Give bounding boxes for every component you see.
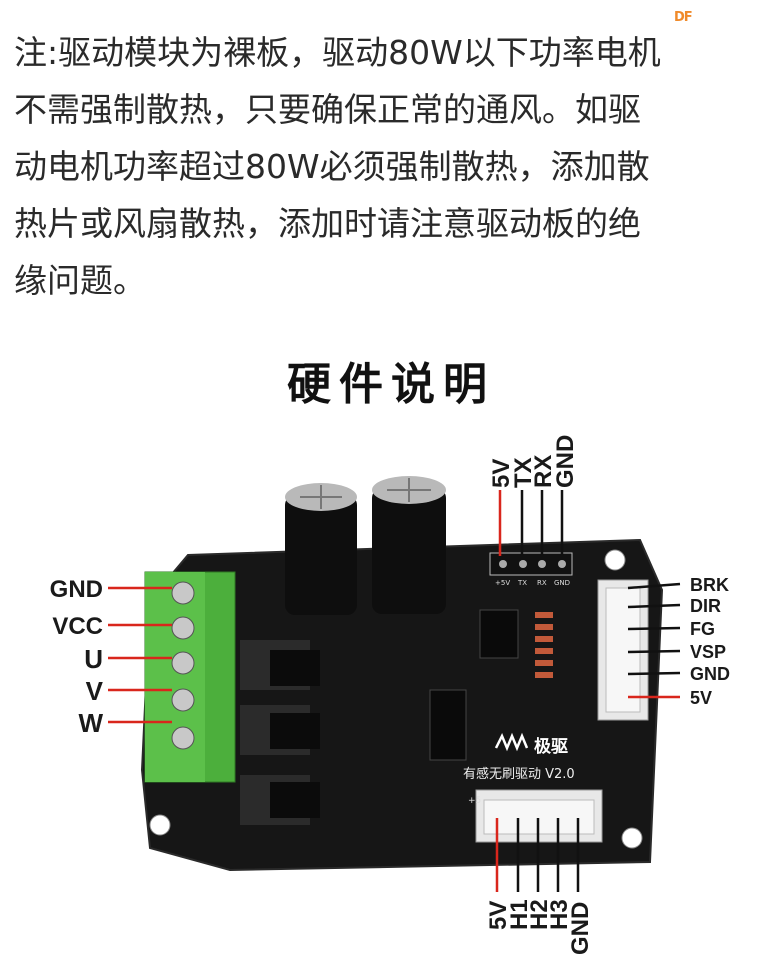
label-h3: H3 (546, 899, 573, 930)
label-top-gnd: GND (552, 435, 579, 488)
label-vcc: VCC (52, 613, 103, 640)
uart-header (489, 552, 573, 576)
watermark-logo: DF (674, 10, 693, 25)
label-h1: H1 (506, 899, 533, 930)
terminal-block (144, 571, 236, 783)
line-fg (627, 626, 681, 631)
notice-line: 缘问题。 (14, 261, 146, 300)
label-top-tx: TX (510, 457, 537, 488)
line-gnd-right (627, 671, 681, 676)
board-brand: 极驱 (534, 737, 568, 757)
capacitor (285, 483, 357, 615)
silk-uart-rx: RX (537, 579, 547, 587)
brand-wave-icon (494, 732, 529, 752)
controller-ic (429, 689, 467, 761)
notice-paragraph: 注:驱动模块为裸板，驱动80W以下功率电机 不需强制散热，只要确保正常的通风。如… (14, 24, 774, 309)
section-title: 硬件说明 (287, 359, 495, 410)
mosfet (240, 775, 320, 825)
silk-hall-5v: +5 (468, 796, 481, 806)
resistor-array (535, 612, 553, 678)
label-u: U (84, 644, 103, 674)
uart-pins (499, 560, 566, 568)
line-vsp (627, 649, 681, 654)
silk-uart-tx: TX (517, 579, 527, 587)
mosfet (240, 705, 320, 755)
label-top-5v: 5V (488, 459, 515, 488)
silk-uart-gnd: GND (554, 579, 570, 587)
notice-line: 动电机功率超过80W必须强制散热，添加散 (14, 147, 650, 186)
notice-line: 注:驱动模块为裸板，驱动80W以下功率电机 (14, 33, 661, 72)
silk-uart-5v: +5V (495, 579, 510, 587)
label-w: W (78, 708, 103, 738)
mount-hole (621, 827, 643, 849)
capacitor (372, 476, 446, 614)
label-bottom-gnd: GND (567, 902, 594, 955)
label-5v-right: 5V (690, 688, 712, 708)
label-bottom-5v: 5V (485, 901, 512, 930)
line-brk (627, 582, 681, 590)
label-v: V (86, 676, 104, 706)
notice-line: 热片或风扇散热，添加时请注意驱动板的绝 (14, 204, 641, 243)
line-dir (627, 603, 681, 609)
mount-hole (604, 549, 626, 571)
mount-hole (149, 814, 171, 836)
control-connector (597, 579, 649, 721)
label-h2: H2 (526, 899, 553, 930)
label-fg: FG (690, 619, 715, 639)
mosfet (240, 640, 320, 690)
label-top-rx: RX (530, 455, 557, 488)
board-model: 有感无刷驱动 V2.0 (463, 766, 575, 782)
driver-ic (479, 609, 519, 659)
notice-line: 不需强制散热，只要确保正常的通风。如驱 (14, 90, 641, 129)
label-vsp: VSP (690, 642, 726, 662)
label-gnd-left: GND (50, 576, 103, 603)
label-brk: BRK (690, 575, 729, 595)
label-dir: DIR (690, 596, 721, 616)
label-gnd-right: GND (690, 664, 730, 684)
